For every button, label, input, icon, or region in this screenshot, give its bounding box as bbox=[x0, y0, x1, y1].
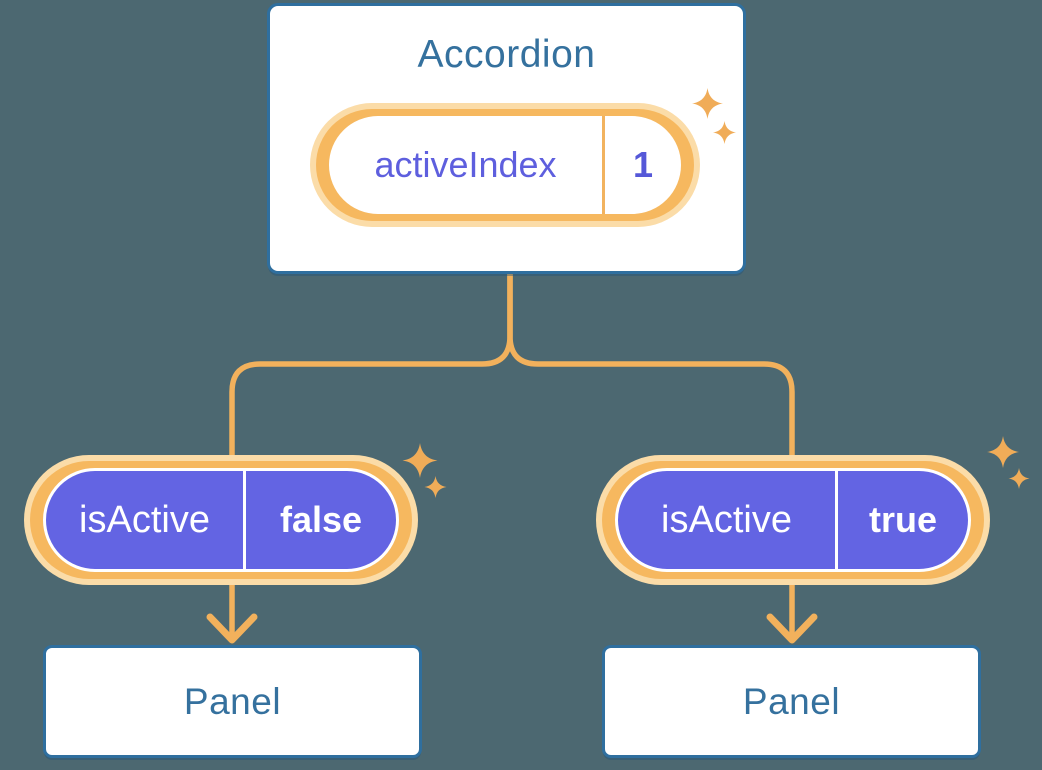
prop-pill-divider bbox=[243, 471, 246, 569]
sparkle-icon bbox=[692, 88, 723, 119]
prop-pill-isactive-false: isActive false bbox=[30, 461, 412, 579]
arrow-down-icon bbox=[766, 613, 818, 644]
panel-title: Panel bbox=[742, 680, 841, 722]
prop-pill-label: isActive bbox=[79, 498, 210, 541]
state-pill-activeindex: activeIndex 1 bbox=[316, 109, 694, 221]
branch-left-line bbox=[229, 269, 513, 639]
sparkle-icon bbox=[402, 443, 438, 478]
branch-right-line bbox=[507, 269, 795, 639]
state-pill-label: activeIndex bbox=[374, 144, 557, 185]
prop-pill-body: isActive false bbox=[43, 468, 399, 572]
prop-pill-value: true bbox=[868, 499, 937, 540]
sparkle-icon bbox=[713, 121, 736, 144]
panel-title: Panel bbox=[183, 680, 282, 722]
state-pill-divider bbox=[602, 116, 605, 214]
accordion-title: Accordion bbox=[417, 33, 596, 76]
sparkle-icon bbox=[424, 476, 447, 498]
state-pill-body: activeIndex 1 bbox=[329, 116, 681, 214]
prop-pill-divider bbox=[835, 471, 838, 569]
prop-pill-label: isActive bbox=[661, 498, 792, 541]
state-pill-value: 1 bbox=[632, 144, 654, 185]
prop-pill-value: false bbox=[279, 499, 363, 540]
accordion-node: Accordion activeIndex 1 bbox=[267, 3, 746, 274]
panel-node-right: Panel bbox=[602, 645, 981, 758]
prop-pill-body: isActive true bbox=[615, 468, 971, 572]
panel-node-left: Panel bbox=[43, 645, 422, 758]
sparkle-icon bbox=[987, 436, 1019, 468]
prop-pill-isactive-true: isActive true bbox=[602, 461, 984, 579]
arrow-down-icon bbox=[206, 613, 258, 644]
sparkle-icon bbox=[1008, 468, 1030, 489]
